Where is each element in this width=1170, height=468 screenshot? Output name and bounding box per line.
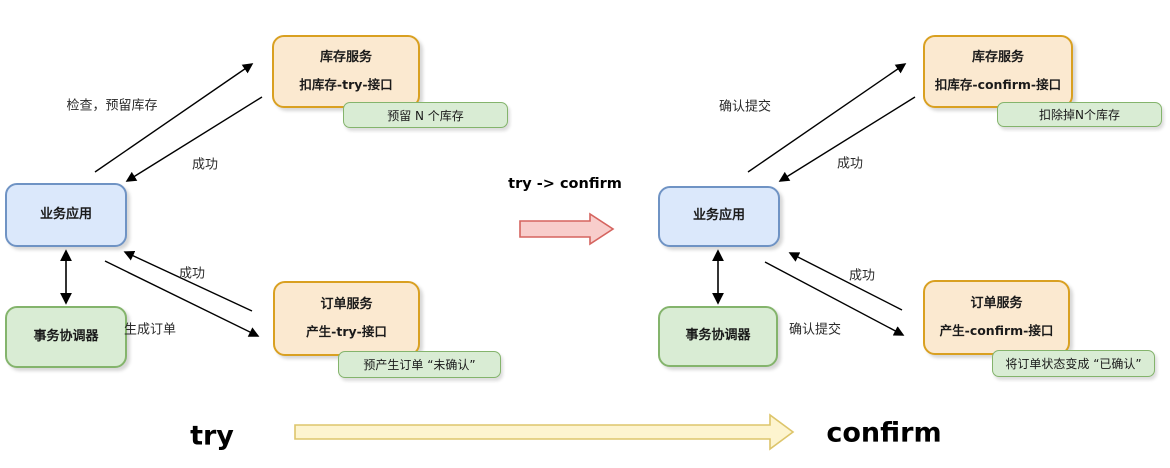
node-title: 事务协调器 (685, 328, 751, 344)
note-inventory-confirm: 扣除掉N个库存 (997, 102, 1162, 127)
node-order-service-confirm: 订单服务 产生-confirm-接口 (923, 280, 1070, 355)
node-title: 业务应用 (692, 208, 745, 224)
node-title: 订单服务 (970, 295, 1023, 311)
label-right-order-response: 成功 (848, 268, 876, 284)
edge-right-order-response (788, 252, 903, 311)
note-inventory-try: 预留 N 个库存 (343, 102, 508, 128)
edge-left-order-request (104, 260, 260, 337)
node-order-service-try: 订单服务 产生-try-接口 (273, 281, 420, 356)
note-text: 预产生订单 “未确认” (363, 358, 476, 372)
note-order-confirm: 将订单状态变成 “已确认” (992, 350, 1155, 377)
note-text: 将订单状态变成 “已确认” (1005, 357, 1142, 371)
label-right-order-request: 确认提交 (788, 322, 842, 338)
edge-left-order-response (123, 250, 253, 312)
node-title: 订单服务 (320, 296, 373, 312)
node-title: 库存服务 (319, 49, 372, 65)
edge-right-inventory-response (778, 96, 916, 182)
edge-right-order-request (764, 261, 905, 336)
node-inventory-service-confirm: 库存服务 扣库存-confirm-接口 (923, 35, 1073, 108)
timeline-arrow (294, 413, 795, 451)
phase-label-try: try (190, 420, 234, 452)
note-order-try: 预产生订单 “未确认” (338, 351, 501, 378)
transition-label: try -> confirm (508, 176, 622, 192)
node-interface: 扣库存-confirm-接口 (934, 76, 1062, 92)
node-business-app-right: 业务应用 (658, 186, 780, 247)
node-title: 业务应用 (39, 206, 92, 222)
node-interface: 产生-try-接口 (306, 324, 387, 340)
label-right-inventory-request: 确认提交 (718, 99, 772, 115)
transition-arrow (519, 212, 615, 246)
node-title: 库存服务 (971, 49, 1024, 65)
edge-left-inventory-request (94, 63, 254, 173)
node-business-app-left: 业务应用 (5, 183, 127, 247)
edge-right-inventory-request (747, 63, 907, 173)
node-inventory-service-try: 库存服务 扣库存-try-接口 (272, 35, 420, 108)
node-interface: 扣库存-try-接口 (299, 76, 393, 92)
label-left-inventory-response: 成功 (191, 157, 219, 173)
note-text: 扣除掉N个库存 (1039, 108, 1120, 122)
label-left-inventory-request: 检查，预留库存 (66, 98, 158, 114)
label-right-inventory-response: 成功 (836, 156, 864, 172)
node-coordinator-left: 事务协调器 (5, 306, 127, 368)
label-left-order-response: 成功 (178, 266, 206, 282)
label-left-order-request: 生成订单 (123, 322, 177, 338)
node-title: 事务协调器 (33, 328, 99, 344)
phase-label-confirm: confirm (826, 417, 942, 449)
node-interface: 产生-confirm-接口 (939, 323, 1054, 339)
note-text: 预留 N 个库存 (387, 108, 464, 123)
node-coordinator-right: 事务协调器 (658, 306, 778, 367)
edge-left-inventory-response (125, 96, 263, 182)
